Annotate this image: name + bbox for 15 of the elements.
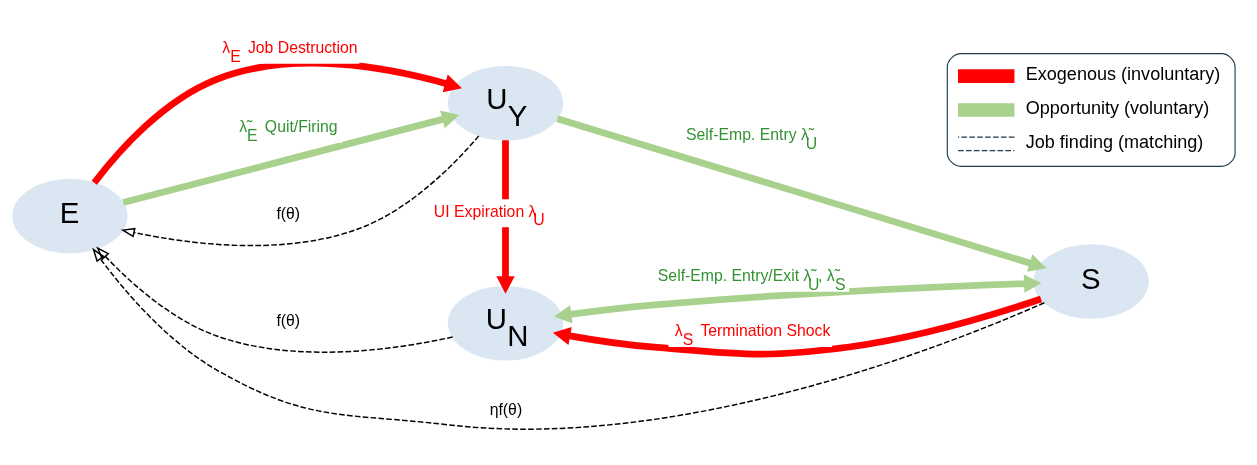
node-ellipse: E [12,178,128,254]
legend-label: Job finding (matching) [1025,132,1204,153]
arrow [554,274,1042,324]
node-ellipse: S [1033,244,1149,319]
arrow [122,110,460,206]
arrow [92,247,1046,430]
edge-label: f(θ) [276,205,301,223]
legend-label: Exogenous (involuntary) [1025,64,1221,85]
edge-label: f(θ) [276,312,301,330]
arrow [120,135,480,247]
legend-label: Opportunity (voluntary) [1025,98,1210,119]
arrow [552,295,1043,358]
arrow [556,115,1047,272]
edge-label: ηf(θ) [489,401,523,419]
arrow [96,246,454,353]
